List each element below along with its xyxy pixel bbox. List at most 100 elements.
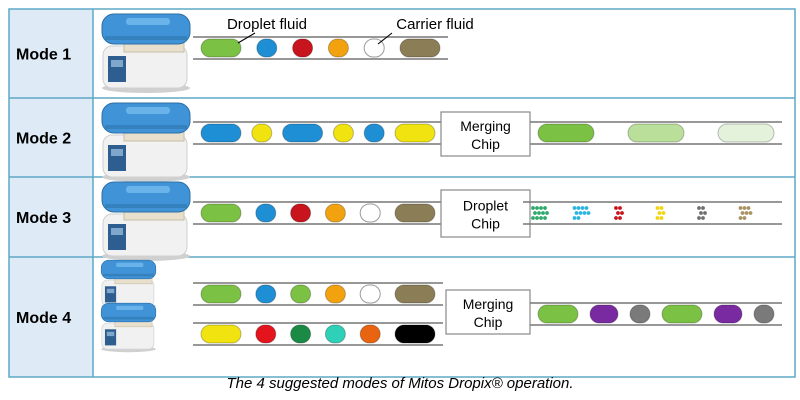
droplet [399,38,441,58]
chip-label: Chip [471,136,500,152]
chip-label: Merging [463,296,514,312]
device-lid-edge [103,273,154,277]
annotation-carrier-fluid: Carrier fluid [396,16,474,33]
mode-label: Mode 2 [16,131,71,148]
micro-droplet [535,216,539,220]
figure-caption: The 4 suggested modes of Mitos Dropix® o… [226,375,574,392]
droplet [359,324,381,344]
micro-droplet [586,211,591,215]
droplet [363,123,385,143]
micro-droplet [580,206,585,210]
droplet [255,324,277,344]
droplet [256,38,278,58]
micro-droplet [576,216,581,220]
droplet-cluster [738,206,753,220]
micro-droplet [659,216,664,220]
micro-droplet [616,211,620,215]
chip-box [440,111,531,157]
micro-droplet [657,211,662,215]
micro-droplet [661,211,666,215]
device-lid-handle [116,305,144,311]
annotation-pointer [377,32,393,45]
micro-droplet [746,206,751,210]
droplet [394,284,436,304]
mode-label-cell [9,9,93,98]
droplet [717,123,775,143]
droplet-cluster [614,206,624,220]
droplet [332,123,354,143]
chip-box [445,289,531,335]
device-screen [106,288,115,294]
device-lid-handle [126,18,170,25]
micro-droplet [744,211,749,215]
micro-droplet [620,211,624,215]
device-lid-edge [105,36,187,40]
device-screen [111,149,123,156]
droplet-cluster [531,206,549,220]
device-panel [108,145,126,171]
droplet [327,38,349,58]
droplet [713,304,743,324]
micro-droplet [748,211,753,215]
micro-droplet [738,216,743,220]
micro-droplet [701,206,705,210]
droplet [255,203,277,223]
device-lid-edge [105,125,187,129]
droplet-cluster [655,206,666,220]
droplet [290,203,312,223]
dropix-device [101,13,191,93]
droplet [200,203,242,223]
micro-droplet [533,211,537,215]
device-panel [108,224,126,250]
micro-droplet [531,216,535,220]
device-lid-handle [116,262,144,268]
micro-droplet [655,216,660,220]
micro-droplet [543,206,547,210]
micro-droplet [578,211,583,215]
micro-droplet [539,216,543,220]
micro-droplet [738,206,743,210]
device-screen [106,331,115,337]
chip-box [440,189,531,238]
micro-droplet [742,216,747,220]
annotation-droplet-fluid: Droplet fluid [227,16,307,33]
micro-droplet [699,211,703,215]
droplet [200,324,242,344]
droplet [753,304,775,324]
micro-droplet [655,206,660,210]
droplet [200,123,242,143]
droplet [200,284,242,304]
micro-droplet [697,216,701,220]
droplet [324,324,346,344]
micro-droplet [537,211,541,215]
mode-label-cell [9,177,93,257]
annotation-pointer [237,32,256,44]
droplet [627,123,685,143]
micro-droplet [584,206,589,210]
chip-label: Merging [460,118,511,134]
micro-droplet [618,206,622,210]
droplet [251,123,273,143]
device-lid-edge [105,204,187,208]
droplet [255,284,277,304]
device-panel [104,286,117,303]
chip-label: Chip [471,216,500,232]
droplet [324,203,346,223]
device-lid-edge [103,316,154,320]
droplet [537,123,595,143]
micro-droplet [614,216,618,220]
micro-droplet [697,206,701,210]
droplet [290,284,312,304]
table-border [8,8,796,378]
micro-droplet [539,206,543,210]
micro-droplet [740,211,745,215]
micro-droplet [742,206,747,210]
mode-label: Mode 3 [16,210,71,227]
device-screen [111,60,123,67]
droplet [537,304,579,324]
micro-droplet [618,216,622,220]
micro-droplet [541,211,545,215]
droplet [394,203,436,223]
droplet [629,304,651,324]
